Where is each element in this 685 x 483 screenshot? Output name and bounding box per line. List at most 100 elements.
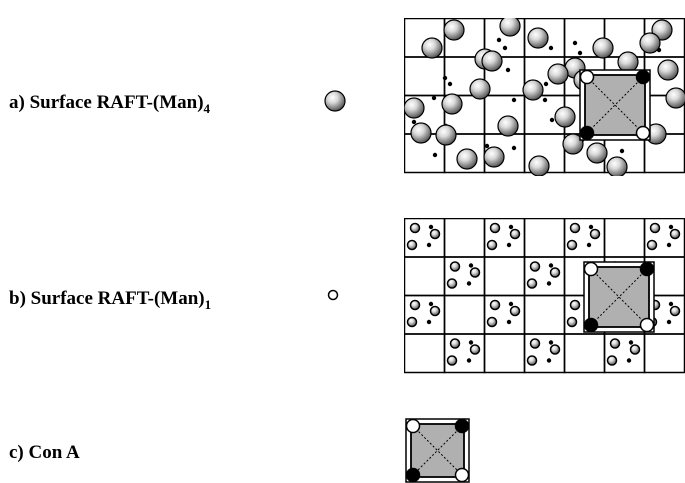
mannose-ring: [549, 344, 561, 355]
dot-marker: [447, 81, 453, 87]
grid-cell: [404, 256, 446, 297]
dot-marker: [411, 119, 417, 125]
mannose-cluster-sphere: [657, 59, 679, 81]
dot-marker: [626, 358, 632, 363]
mannose-ring: [509, 228, 521, 240]
dot-marker: [506, 242, 512, 248]
con-a-site-open: [405, 418, 421, 434]
con-a-site-open: [583, 261, 599, 277]
con-a-site-open: [579, 69, 595, 85]
large-gray-sphere-icon: [324, 90, 346, 112]
dot-marker: [428, 224, 434, 230]
grid-cell: [483, 333, 526, 374]
con-a-site-bound: [454, 418, 470, 434]
grid-cell: [483, 256, 526, 297]
mannose-cluster-sphere: [617, 51, 639, 73]
mannose-cluster-sphere: [586, 142, 608, 164]
con-a-diagonal: [586, 76, 644, 134]
mannose-ring: [526, 278, 538, 289]
mannose-cluster-sphere: [651, 19, 673, 41]
mannose-ring: [649, 222, 661, 234]
mannose-cluster-sphere: [522, 79, 544, 101]
con-a-diagonal: [412, 425, 463, 476]
mannose-ring: [486, 316, 498, 328]
grid-cell: [643, 333, 685, 374]
mannose-cluster-sphere: [499, 18, 521, 37]
dot-marker: [588, 224, 594, 230]
mannose-cluster-sphere: [421, 37, 443, 59]
mannose-ring: [409, 299, 421, 311]
mannose-cluster-sphere: [404, 97, 425, 119]
dot-marker: [432, 152, 438, 158]
small-open-circle-icon: [327, 289, 339, 301]
dot-marker: [468, 340, 474, 345]
surface-raft-man1-grid-diagram: [404, 218, 685, 374]
dot-marker: [466, 358, 472, 363]
grid-cell: [523, 294, 566, 335]
mannose-ring: [429, 305, 441, 317]
mannose-ring: [489, 222, 501, 234]
mannose-cluster-sphere: [547, 63, 569, 85]
grid-cell: [443, 294, 486, 335]
dot-marker: [496, 37, 502, 43]
mannose-ring: [486, 239, 498, 251]
mannose-ring: [449, 261, 461, 272]
mannose-cluster-sphere: [456, 148, 478, 170]
mannose-cluster-sphere: [528, 155, 550, 176]
mannose-ring: [549, 267, 561, 278]
dot-marker: [468, 263, 474, 268]
mannose-ring: [609, 338, 621, 349]
dot-marker: [428, 301, 434, 307]
dot-marker: [549, 117, 555, 123]
con-a-protein: [579, 69, 651, 141]
dot-marker: [508, 301, 514, 307]
con-a-diagonal: [590, 268, 648, 326]
con-a-site-bound: [639, 261, 655, 277]
grid-cell: [523, 218, 566, 258]
label-surface-raft-man1: b) Surface RAFT-(Man)1: [9, 288, 212, 312]
mannose-ring: [429, 228, 441, 240]
dot-marker: [548, 263, 554, 268]
mannose-ring: [669, 305, 681, 317]
con-a-site-bound: [635, 69, 651, 85]
grid-cell: [443, 218, 486, 258]
mannose-ring: [509, 305, 521, 317]
con-a-site-bound: [405, 467, 421, 483]
mannose-cluster-sphere: [481, 50, 503, 72]
mannose-cluster-sphere: [443, 19, 465, 41]
mannose-ring: [469, 267, 481, 278]
con-a-diagonal: [586, 76, 644, 134]
dot-marker: [628, 340, 634, 345]
dot-marker: [668, 301, 674, 307]
con-a-body: [588, 266, 650, 328]
grid-cell: [563, 333, 606, 374]
mannose-ring: [327, 289, 339, 301]
dot-marker: [668, 224, 674, 230]
mannose-ring: [489, 299, 501, 311]
dot-marker: [484, 143, 490, 149]
dot-marker: [508, 224, 514, 230]
dot-marker: [548, 340, 554, 345]
con-a-protein: [583, 261, 655, 333]
label-con-a: c) Con A: [9, 442, 80, 463]
dot-marker: [426, 242, 432, 248]
mannose-cluster-sphere: [665, 87, 685, 109]
con-a-protein-diagram: [405, 418, 470, 483]
mannose-ring: [529, 261, 541, 272]
mannose-ring: [409, 222, 421, 234]
dot-marker: [577, 50, 583, 56]
dot-marker: [431, 95, 437, 101]
mannose-ring: [406, 239, 418, 251]
dot-marker: [572, 40, 578, 46]
con-a-protein: [405, 418, 470, 483]
mannose-cluster-sphere: [435, 124, 457, 146]
con-a-diagonal: [412, 425, 463, 476]
mannose-ring: [449, 338, 461, 349]
con-a-body: [584, 74, 646, 136]
mannose-ring: [646, 239, 658, 251]
mannose-cluster-sphere: [562, 133, 584, 155]
dot-marker: [619, 148, 625, 154]
dot-marker: [442, 75, 448, 81]
con-a-site-open: [635, 125, 651, 141]
dot-marker: [511, 97, 517, 103]
